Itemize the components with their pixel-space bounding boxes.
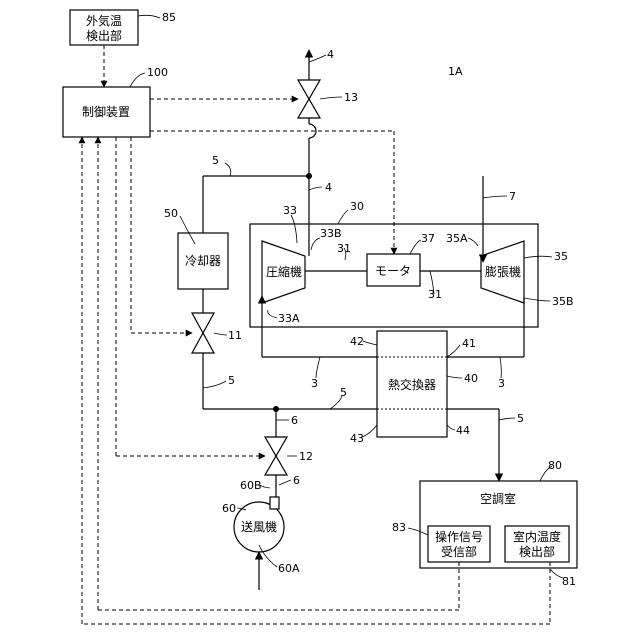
ref-33B: 33B: [320, 227, 342, 240]
ref-40: 40: [464, 372, 478, 385]
outdoor-temp-detector-line2: 検出部: [86, 28, 122, 43]
operation-signal-receiver-line1: 操作信号: [435, 529, 483, 544]
ref-6-upper: 6: [291, 414, 298, 427]
ref-35: 35: [554, 250, 568, 263]
ref-3-right: 3: [498, 377, 505, 390]
fan: 送風機: [234, 497, 284, 552]
ref-60B: 60B: [240, 479, 262, 492]
heat-exchanger-label: 熱交換器: [388, 377, 436, 392]
ref-33A: 33A: [278, 312, 300, 325]
ref-13: 13: [344, 91, 358, 104]
ref-11: 11: [228, 329, 242, 342]
ref-5-mid: 5: [340, 386, 347, 399]
ref-42: 42: [350, 335, 364, 348]
ref-30: 30: [350, 200, 364, 213]
heat-exchanger-box: 熱交換器: [377, 331, 447, 437]
ref-35A: 35A: [446, 232, 468, 245]
ref-5-left: 5: [228, 374, 235, 387]
ref-3-left: 3: [311, 377, 318, 390]
outdoor-temp-detector-line1: 外気温: [86, 13, 122, 28]
ref-37: 37: [421, 232, 435, 245]
cooler-label: 冷却器: [185, 254, 221, 268]
room-temp-detector-line1: 室内温度: [513, 529, 561, 544]
valve-11: [192, 313, 214, 353]
conditioned-room-label: 空調室: [480, 491, 516, 506]
expander: 膨張機: [481, 241, 524, 303]
junction-dot: [273, 406, 279, 412]
ref-35B: 35B: [552, 295, 574, 308]
ref-5-upper: 5: [212, 154, 219, 167]
controller-label: 制御装置: [82, 104, 130, 119]
outdoor-temp-detector-box: 外気温 検出部: [70, 10, 138, 45]
ref-43: 43: [350, 432, 364, 445]
ref-85: 85: [162, 11, 176, 24]
ref-33: 33: [283, 204, 297, 217]
ref-31-right: 31: [428, 288, 442, 301]
room-temp-detector-box: 室内温度 検出部: [505, 526, 569, 562]
ref-4-mid: 4: [325, 181, 332, 194]
expander-label: 膨張機: [485, 264, 521, 279]
ref-12: 12: [299, 450, 313, 463]
valve-13: [298, 80, 320, 118]
ref-81: 81: [562, 575, 576, 588]
ref-60A: 60A: [278, 562, 300, 575]
ref-5-right: 5: [517, 412, 524, 425]
ref-4-top: 4: [327, 48, 334, 61]
compressor-label: 圧縮機: [266, 264, 302, 279]
motor-box: モータ: [367, 254, 420, 286]
ref-6-lower: 6: [293, 474, 300, 487]
ref-80: 80: [548, 459, 562, 472]
ref-31-left: 31: [337, 242, 351, 255]
ref-100: 100: [147, 66, 168, 79]
valve-12: [265, 437, 287, 475]
ref-60: 60: [222, 502, 236, 515]
ref-83: 83: [392, 521, 406, 534]
ref-44: 44: [456, 424, 470, 437]
ref-7: 7: [509, 190, 516, 203]
operation-signal-receiver-line2: 受信部: [441, 544, 477, 559]
controller-box: 制御装置: [63, 87, 150, 137]
figure-label: 1A: [448, 65, 463, 78]
ref-41: 41: [462, 337, 476, 350]
compressor: 圧縮機: [262, 241, 305, 303]
operation-signal-receiver-box: 操作信号 受信部: [428, 526, 490, 562]
motor-label: モータ: [375, 264, 411, 278]
junction-dot: [306, 173, 312, 179]
room-temp-detector-line2: 検出部: [519, 544, 555, 559]
cooler-box: 冷却器: [178, 233, 228, 289]
fan-label: 送風機: [241, 519, 277, 534]
ref-50: 50: [164, 207, 178, 220]
